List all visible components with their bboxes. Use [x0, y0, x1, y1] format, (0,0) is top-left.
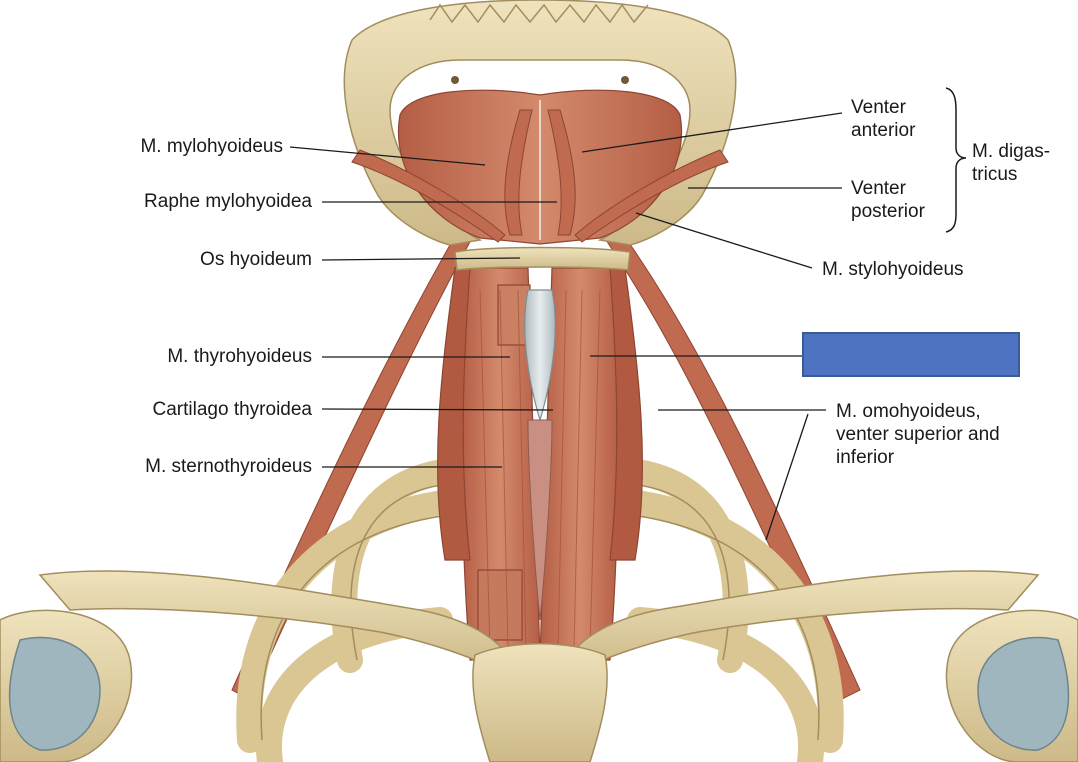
label-venter-anterior-line1: Venter [851, 97, 906, 118]
label-stylohyoideus: M. stylohyoideus [822, 259, 964, 280]
leader-lines [289, 112, 843, 541]
label-omohyoideus-line2: venter superior and [836, 424, 1000, 445]
label-venter-posterior: Venter posterior [851, 177, 925, 223]
label-venter-anterior-line2: anterior [851, 120, 916, 141]
thyroid-cartilage [524, 289, 556, 621]
label-os-hyoideum: Os hyoideum [200, 249, 312, 270]
label-mylohyoideus: M. mylohyoideus [140, 136, 283, 157]
label-venter-anterior: Venter anterior [851, 96, 915, 142]
label-sternothyroideus: M. sternothyroideus [145, 456, 312, 477]
digastricus-bracket [945, 87, 967, 233]
digastric-muscle [351, 109, 729, 243]
label-cartilago-thyroidea: Cartilago thyroidea [152, 399, 312, 420]
label-thyrohyoideus: M. thyrohyoideus [167, 346, 312, 367]
label-omohyoideus-line3: inferior [836, 447, 895, 468]
hyoid-bone [454, 246, 631, 271]
label-omohyoideus: M. omohyoideus, venter superior and infe… [836, 400, 1000, 469]
label-digastricus-line1: M. digas- [972, 141, 1051, 162]
mandible [343, 0, 737, 246]
mylohyoid-muscle [398, 89, 682, 245]
label-digastricus-line2: tricus [972, 164, 1018, 185]
manubrium [472, 643, 608, 762]
shoulder-joints [0, 609, 1078, 762]
label-digastricus: M. digas- tricus [972, 140, 1050, 186]
label-venter-posterior-line1: Venter [851, 178, 906, 199]
answer-cover-box [802, 332, 1020, 377]
muscle-fibers [479, 289, 601, 651]
label-venter-posterior-line2: posterior [851, 201, 925, 222]
label-raphe-mylohyoidea: Raphe mylohyoidea [144, 191, 312, 212]
label-omohyoideus-line1: M. omohyoideus, [836, 401, 981, 422]
